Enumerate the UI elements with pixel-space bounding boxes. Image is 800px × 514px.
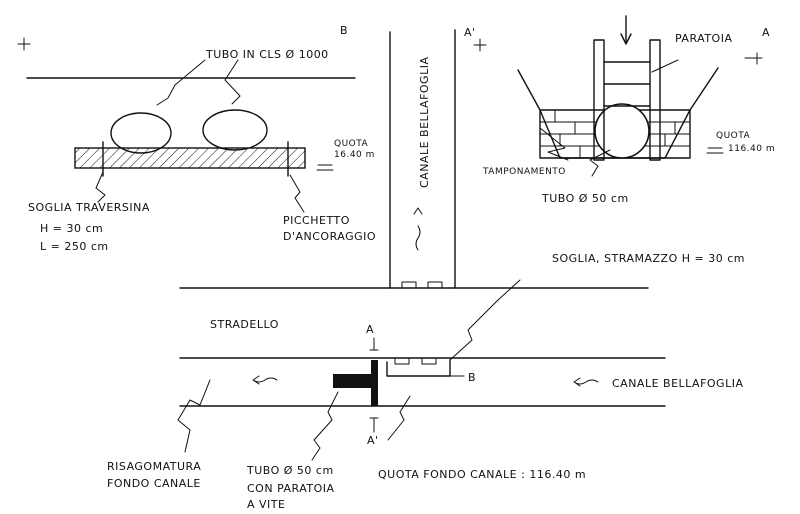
plan-b-marker: B — [468, 371, 476, 384]
soglia-stramazzo-label: SOGLIA, STRAMAZZO H = 30 cm — [552, 252, 745, 265]
paratoia-label: PARATOIA — [675, 32, 732, 45]
pipe-50-section — [594, 103, 650, 159]
leader-picchetto — [289, 174, 305, 213]
stradello-label: STRADELLO — [210, 318, 279, 331]
pipe-right-section — [202, 109, 268, 151]
pipe-plan — [371, 360, 378, 406]
threshold-beam — [74, 147, 306, 169]
canale-vertical-label: CANALE BELLAFOGLIA — [418, 57, 431, 188]
tubo-50-bottom-label-2: CON PARATOIA — [247, 482, 335, 495]
section-a-drawing — [473, 15, 763, 177]
flow-arrow-left-1 — [252, 375, 278, 385]
leader-tubo-bottom — [311, 391, 339, 461]
risagomatura-label-1: RISAGOMATURA — [107, 460, 201, 473]
leader-risagomatura — [177, 379, 211, 453]
quota-fondo-label: QUOTA FONDO CANALE : 116.40 m — [378, 468, 586, 481]
quota-left-label: QUOTA — [334, 139, 369, 149]
l250-label: L = 250 cm — [40, 240, 109, 253]
gate-post-right — [649, 39, 661, 161]
plan-a-marker: A — [366, 323, 374, 336]
plan-a-prime-marker: A' — [367, 434, 379, 447]
leader-soglia — [95, 171, 106, 203]
screw-gate — [333, 374, 371, 388]
labels: B A' A TUBO IN CLS Ø 1000 CANALE BELLAFO… — [28, 24, 775, 511]
flow-arrow-up — [413, 207, 423, 251]
h30-left-label: H = 30 cm — [40, 222, 103, 235]
soglia-traversina-label: SOGLIA TRAVERSINA — [28, 201, 150, 214]
canale-horizontal-label: CANALE BELLAFOGLIA — [612, 377, 743, 390]
picchetto-label-2: D'ANCORAGGIO — [283, 230, 376, 243]
gate-post-left — [593, 39, 605, 161]
risagomatura-label-2: FONDO CANALE — [107, 477, 201, 490]
tubo-cls-label: TUBO IN CLS Ø 1000 — [205, 48, 329, 61]
quota-left-value: 16.40 m — [334, 150, 375, 160]
quota-right-value: 116.40 m — [728, 144, 775, 154]
tamponamento-label: TAMPONAMENTO — [482, 167, 566, 177]
leader-quota-fondo — [387, 395, 411, 441]
leader-tubo-cls-2 — [156, 59, 206, 106]
flow-arrow-left-2 — [573, 377, 599, 387]
section-a-prime-marker: A' — [464, 26, 476, 39]
section-b-drawing — [17, 37, 356, 213]
leader-stramazzo — [449, 279, 521, 361]
tubo-50-bottom-label-1: TUBO Ø 50 cm — [246, 464, 334, 477]
pipe-left-section — [110, 112, 172, 154]
tubo-50-bottom-label-3: A VITE — [247, 498, 285, 511]
section-a-marker: A — [762, 26, 770, 39]
quota-right-label: QUOTA — [716, 131, 751, 141]
tubo-50-top-label: TUBO Ø 50 cm — [541, 192, 629, 205]
section-b-marker: B — [340, 24, 348, 37]
plan-view — [177, 279, 666, 461]
leader-tubo-cls — [224, 59, 241, 105]
stramazzo-threshold — [386, 359, 451, 377]
picchetto-label-1: PICCHETTO — [283, 214, 350, 227]
